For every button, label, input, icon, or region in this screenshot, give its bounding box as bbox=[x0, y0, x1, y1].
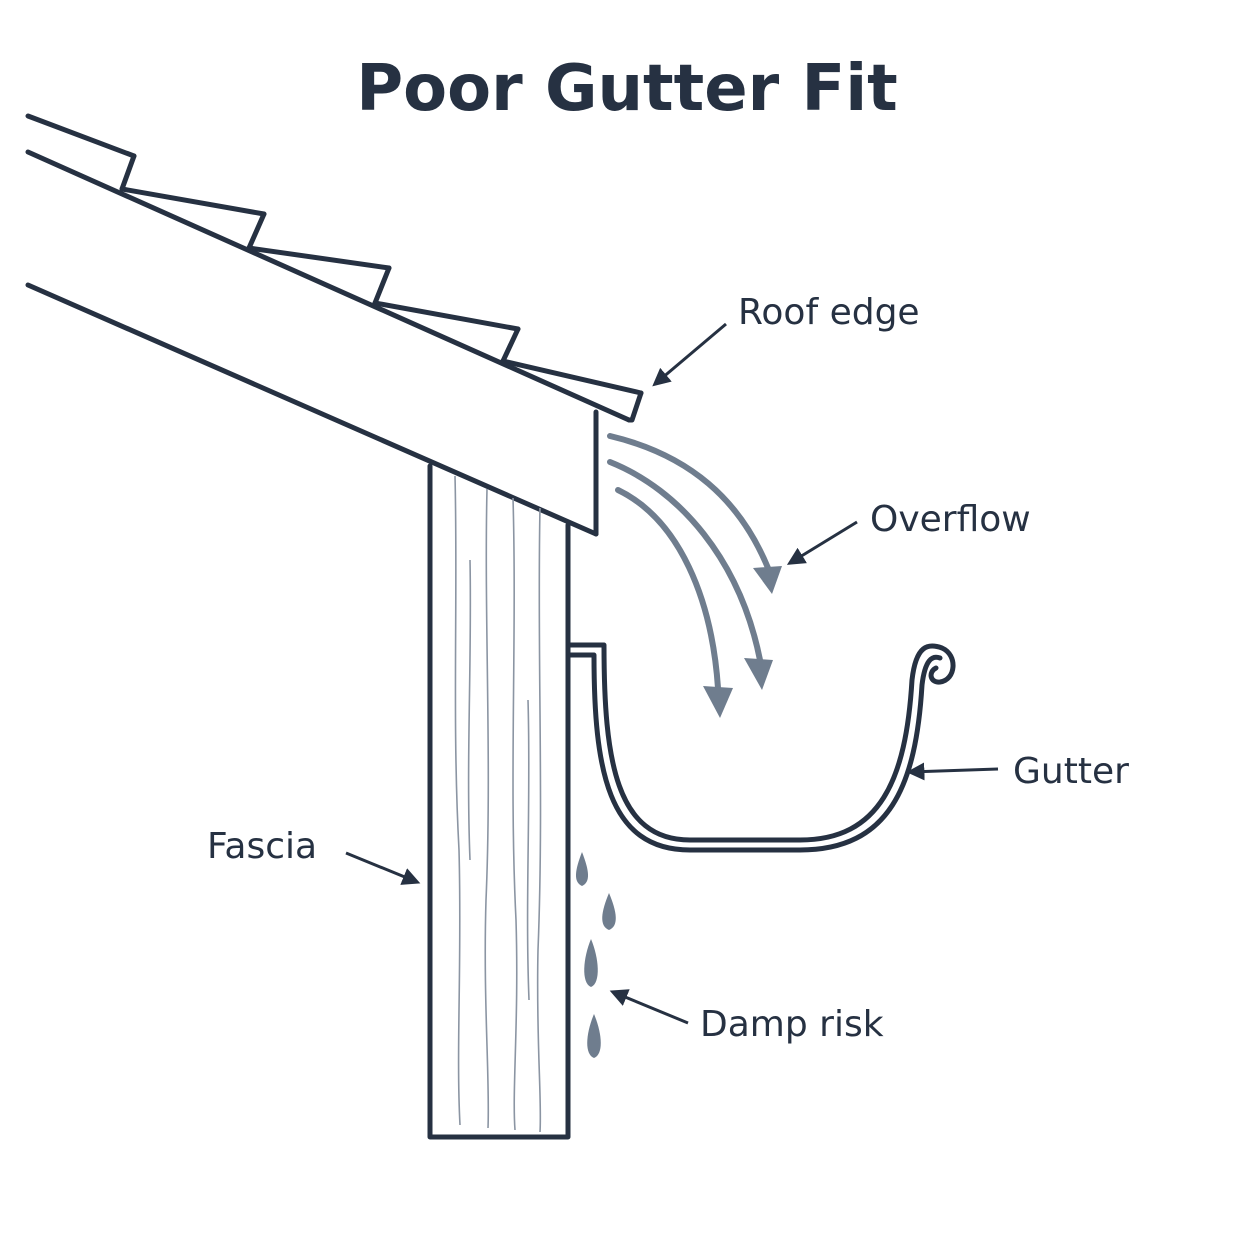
fascia-board bbox=[427, 463, 571, 1140]
fascia-label: Fascia bbox=[207, 826, 317, 867]
gutter-leader bbox=[906, 762, 999, 781]
overflow-leader bbox=[786, 520, 858, 565]
roof-edge-label: Roof edge bbox=[738, 292, 920, 333]
fascia-leader bbox=[345, 851, 421, 885]
overflow-label: Overflow bbox=[870, 499, 1031, 540]
overflow-arrows bbox=[607, 433, 782, 718]
gutter bbox=[567, 642, 956, 853]
roof-edge-leader bbox=[652, 322, 727, 387]
gutter-label: Gutter bbox=[1013, 751, 1129, 792]
diagram-title: Poor Gutter Fit bbox=[356, 52, 897, 126]
roof bbox=[25, 113, 644, 537]
damp-drops bbox=[575, 852, 616, 1058]
damp-risk-leader bbox=[609, 989, 689, 1025]
damp-risk-label: Damp risk bbox=[700, 1004, 884, 1045]
